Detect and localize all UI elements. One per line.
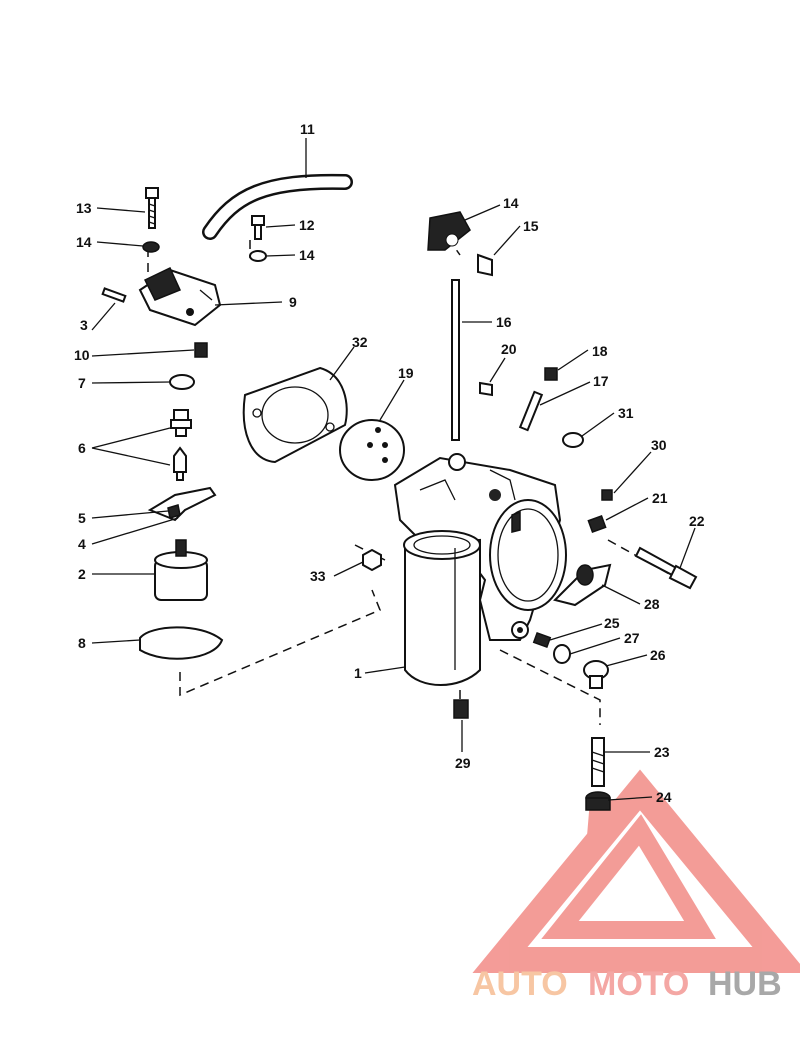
nozzle-24	[591, 737, 605, 787]
callout-28: 27	[624, 630, 640, 646]
callout-5: 5	[78, 510, 86, 526]
washer-14-left	[142, 241, 160, 253]
washer-14-right	[249, 250, 267, 262]
callout-19: 18	[592, 343, 608, 359]
callout-9: 9	[289, 294, 297, 310]
plug-25	[585, 791, 611, 811]
needle-seat-6	[170, 409, 192, 437]
screw-13	[145, 187, 159, 229]
callout-34: 33	[310, 568, 326, 584]
idle-mixture-screw-23	[634, 546, 698, 590]
pin-3	[101, 287, 127, 303]
callout-14-right: 14	[299, 247, 315, 263]
callout-8: 8	[78, 635, 86, 651]
pin-18	[518, 390, 544, 432]
callout-1: 1	[354, 665, 362, 681]
nut-34	[362, 548, 382, 572]
callout-27: 26	[650, 647, 666, 663]
callout-2: 2	[78, 566, 86, 582]
plug-27	[583, 660, 609, 689]
screw-12	[251, 215, 265, 240]
needle-6	[173, 446, 187, 481]
callout-31: 30	[651, 437, 667, 453]
callout-25: 24	[656, 789, 672, 805]
watermark-moto: MOTO	[588, 965, 689, 1003]
callout-10: 10	[74, 347, 90, 363]
callout-16: 15	[523, 218, 539, 234]
callout-4: 4	[78, 536, 86, 552]
plug-32	[562, 432, 584, 448]
watermark-auto: AUTO	[472, 965, 568, 1003]
callout-33: 32	[352, 334, 368, 350]
cam-29	[553, 563, 612, 607]
callout-14-left: 14	[76, 234, 92, 250]
callout-17: 16	[496, 314, 512, 330]
callout-11: 11	[300, 121, 315, 137]
fuel-bowl-cover	[138, 266, 222, 327]
callout-32: 31	[618, 405, 634, 421]
screw-21	[479, 381, 493, 397]
callout-12: 12	[299, 217, 315, 233]
callout-20: 19	[398, 365, 414, 381]
jet-26	[532, 631, 552, 649]
callout-24: 23	[654, 744, 670, 760]
callout-3: 3	[80, 317, 88, 333]
callout-22: 21	[652, 490, 668, 506]
washer-28	[553, 644, 571, 664]
spring-31	[601, 489, 613, 501]
float-arm	[147, 486, 217, 522]
spring-22	[587, 515, 607, 533]
bowl-gasket-8	[139, 626, 224, 660]
float-2	[154, 539, 208, 601]
callout-30: 29	[455, 755, 471, 771]
callout-26: 25	[604, 615, 620, 631]
watermark-hub: HUB	[708, 965, 782, 1003]
callout-21: 20	[501, 341, 517, 357]
callout-15: 14	[503, 195, 519, 211]
callout-23: 22	[689, 513, 705, 529]
spring-19	[544, 367, 558, 381]
spring-10	[194, 342, 208, 358]
leader-lines	[91, 138, 696, 801]
watermark-text: AUTO MOTO HUB	[472, 965, 782, 1003]
callout-13: 13	[76, 200, 92, 216]
callout-18: 17	[593, 373, 609, 389]
valve-plate-20	[339, 419, 405, 481]
jet-30	[453, 699, 469, 719]
screw-16	[477, 253, 493, 277]
watermark-logo	[472, 769, 800, 973]
mounting-gasket-33	[242, 366, 348, 464]
throttle-lever-15	[427, 211, 471, 251]
carburetor-body-1	[393, 453, 567, 686]
callout-7: 7	[78, 375, 86, 391]
throttle-shaft-17	[451, 279, 460, 441]
gasket-7	[169, 374, 195, 390]
callout-6: 6	[78, 440, 86, 456]
callout-labels: 11 13 14 12 14 3 9 10 7 6 5 4 2 8 1 14 1…	[74, 121, 705, 805]
callout-29: 28	[644, 596, 660, 612]
